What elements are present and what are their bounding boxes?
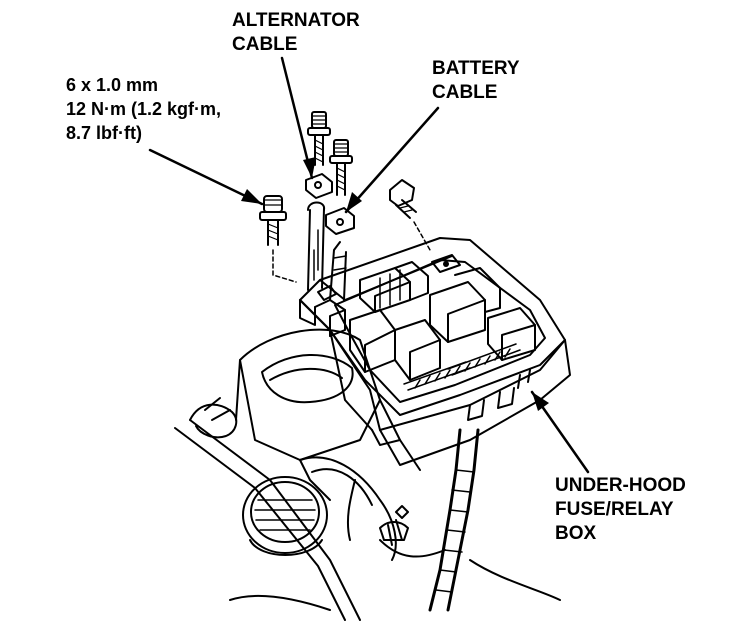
fuse-box-body	[299, 237, 571, 466]
label-line: 8.7 lbf·ft)	[66, 123, 142, 143]
bolt-icon	[259, 195, 297, 283]
label-line: FUSE/RELAY	[555, 499, 674, 520]
bolt-icon	[329, 139, 353, 196]
reservoir-cap	[242, 476, 328, 556]
bolt-spec-label: 6 x 1.0 mm 12 N·m (1.2 kgf·m, 8.7 lbf·ft…	[66, 73, 221, 145]
bolt-icon	[307, 111, 331, 166]
wiring-harness	[189, 397, 561, 612]
fuse-box-label: UNDER-HOOD FUSE/RELAY BOX	[555, 474, 686, 546]
spec-arrow	[148, 148, 264, 206]
label-line: 6 x 1.0 mm	[66, 75, 159, 95]
cables	[307, 201, 347, 301]
label-line: BATTERY	[432, 58, 520, 79]
label-line: 12 N·m (1.2 kgf·m,	[66, 99, 222, 119]
arrowheads	[241, 157, 549, 411]
ground-connector	[379, 505, 409, 541]
battery-cable-label: BATTERY CABLE	[432, 57, 520, 105]
label-line: BOX	[555, 523, 597, 544]
bolt-icon	[389, 179, 431, 251]
alternator-arrow	[280, 56, 314, 180]
label-line: ALTERNATOR	[232, 10, 360, 31]
battery-arrow	[344, 106, 440, 214]
label-line: UNDER-HOOD	[555, 475, 686, 496]
label-line: CABLE	[432, 82, 498, 103]
engine-components	[174, 328, 421, 621]
label-line: CABLE	[232, 34, 298, 55]
terminal-lugs	[305, 173, 355, 235]
alternator-cable-label: ALTERNATOR CABLE	[232, 9, 360, 57]
